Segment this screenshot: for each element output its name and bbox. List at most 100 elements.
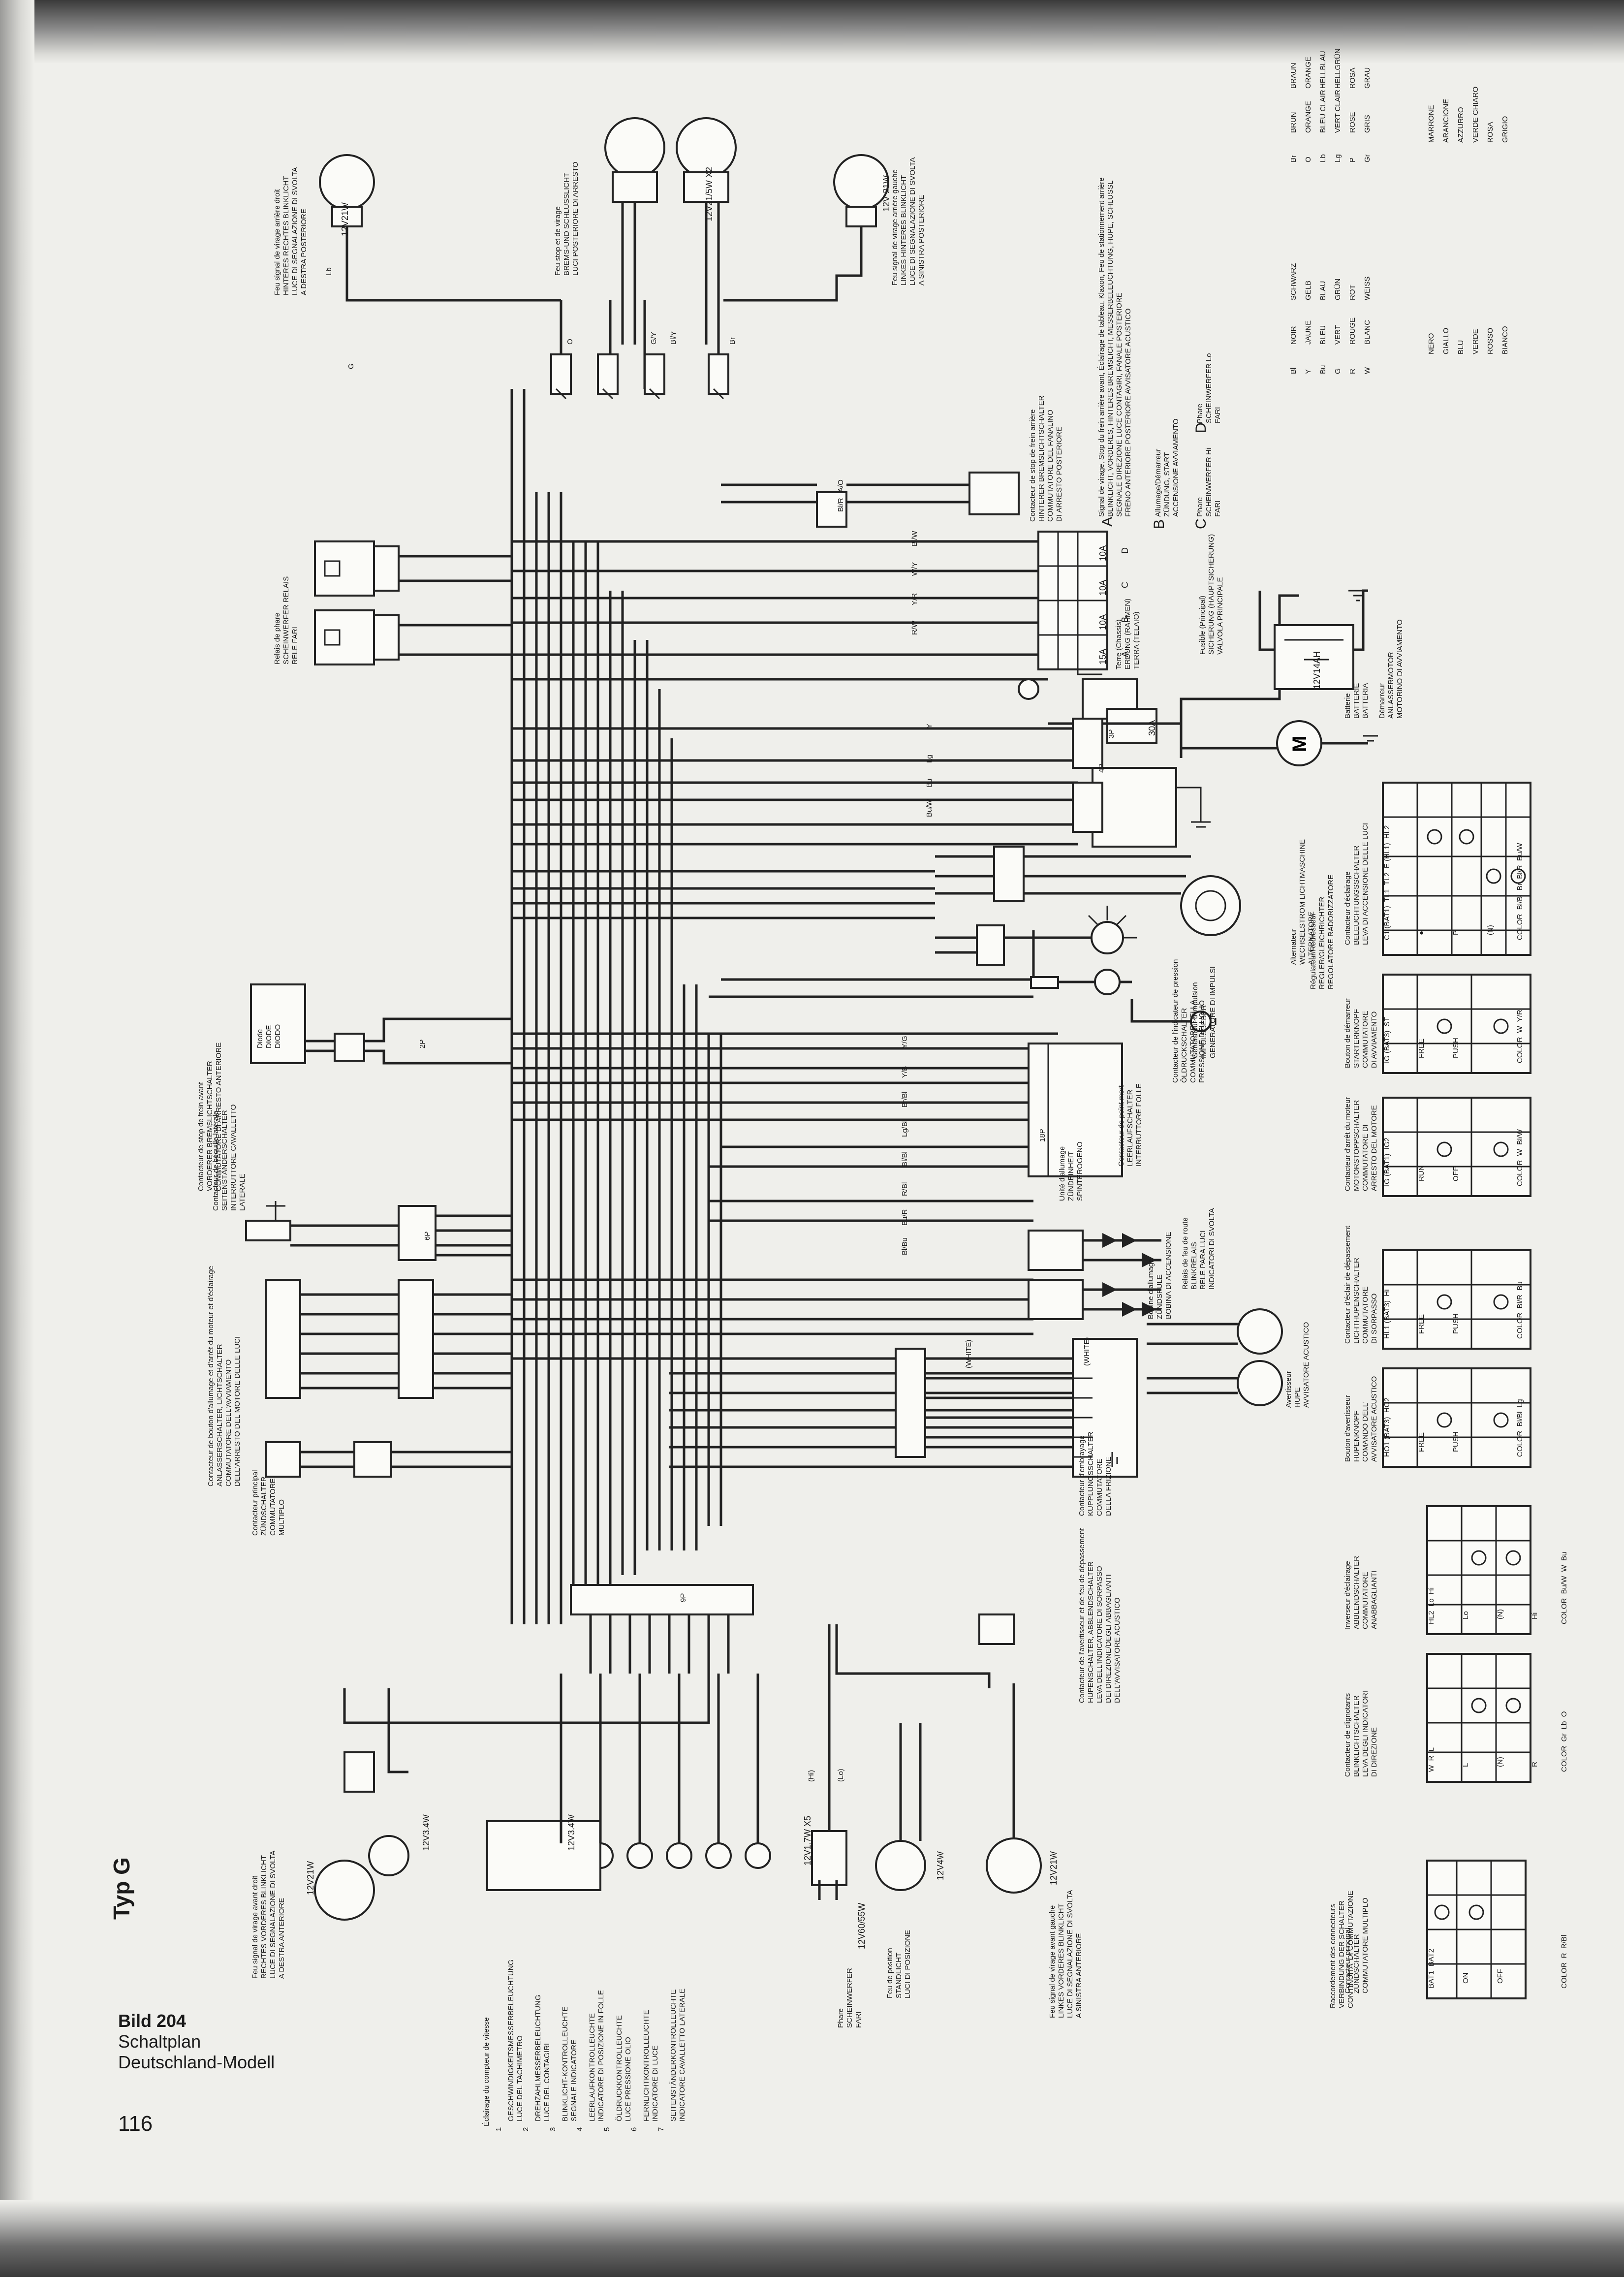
- switch-table-title-2: Contacteur d'arrêt du moteur MOTORSTOPPS…: [1343, 1097, 1378, 1191]
- switch-table-row-0-2: (N): [1486, 925, 1495, 935]
- color-de-2: BLAU: [1319, 281, 1327, 300]
- front-turn-right-rating: 12V21W: [306, 1861, 315, 1895]
- rear-brake-switch: [721, 472, 1020, 528]
- figure-caption: Bild 204 Schaltplan Deutschland-Modell: [118, 2011, 275, 2073]
- fuse-d-rating: 10A: [1098, 545, 1108, 561]
- caption-line2: Deutschland-Modell: [118, 2052, 275, 2072]
- gauge-legend-title: Éclairage du compteur de vitesse: [482, 2017, 491, 2126]
- switch-table-row-2-0: RUN: [1417, 1165, 1426, 1182]
- label-clutch-switch: Contacteur d'embrayage KUPPLUNGSSCHALTER…: [1078, 1431, 1113, 1516]
- alternator: [935, 846, 1241, 936]
- label-neutral-switch: Contacteur de point mort LEERLAUFSCHALTE…: [1117, 1083, 1143, 1167]
- color-it-6: MARRONE: [1427, 105, 1436, 143]
- wire-code-label: Bl/Bl: [901, 1151, 909, 1167]
- color-fr-4: ROUGE: [1348, 317, 1357, 345]
- wire-code-label: Y/G: [901, 1036, 909, 1048]
- color-fr-8: BLEU CLAIR: [1319, 90, 1327, 133]
- color-code-6: Br: [1289, 155, 1298, 162]
- label-main-fuse: Fusible (Principal) SICHERUNG (HAUPTSICH…: [1198, 534, 1224, 655]
- switch-table-color-5: COLOR Bu/W W Bu: [1560, 1551, 1568, 1624]
- color-it-5: BIANCO: [1501, 326, 1509, 354]
- color-fr-11: GRIS: [1363, 115, 1372, 133]
- front-turn-left-rating: 12V21W: [1049, 1851, 1059, 1885]
- color-it-1: GIALLO: [1442, 327, 1450, 354]
- gauge-legend-num-6: 7: [657, 2127, 665, 2131]
- color-it-3: VERDE: [1471, 329, 1480, 354]
- fuse-b-rating: 10A: [1098, 614, 1108, 630]
- front-lamps: [314, 1613, 1042, 1921]
- color-de-1: GELB: [1304, 280, 1312, 300]
- wire-code-label: (WHITE): [965, 1339, 973, 1368]
- color-code-4: R: [1348, 369, 1357, 374]
- switch-table-title-1: Bouton de démarreur STARTERKNOPF COMMUTA…: [1343, 998, 1378, 1068]
- switch-table-color-4: COLOR Bl/Bl Lg: [1516, 1399, 1524, 1457]
- horns: [1147, 1308, 1283, 1406]
- tail-left-rating: 12V 21W: [881, 175, 891, 212]
- wire-code-label: Y/R: [910, 593, 919, 605]
- fuse-c-rating: 10A: [1098, 579, 1108, 596]
- switch-table-cols-7: BAT1 BAT2: [1427, 1948, 1436, 1989]
- color-code-8: Lb: [1319, 154, 1327, 162]
- wire-code-label: 18P: [1038, 1129, 1047, 1142]
- regulator-rectifier: [1072, 718, 1211, 848]
- motor-symbol: M: [1289, 736, 1311, 752]
- gauge-legend-num-2: 3: [549, 2127, 557, 2131]
- fuse-legend-letter-d: D: [1193, 422, 1209, 433]
- spark-unit: [1028, 1043, 1123, 1177]
- color-it-10: ROSA: [1486, 122, 1495, 143]
- wire-code-label: Bl/Bu: [901, 1237, 909, 1255]
- wire-code-label: Bl/Y: [669, 331, 678, 345]
- wire-code-label: Y/B: [901, 1066, 909, 1078]
- fuse-legend-d: Phare SCHEINWERFER Lo FARI: [1196, 353, 1222, 423]
- color-it-0: NERO: [1427, 333, 1436, 354]
- wire-code-label: Bl/R: [837, 498, 845, 512]
- gauge-legend-num-1: 2: [522, 2127, 530, 2131]
- switch-table-color-2: COLOR W Bl/W: [1516, 1129, 1524, 1186]
- switch-table-title-4: Bouton d'avertisseur HUPENKNOPF COMANDO …: [1343, 1376, 1378, 1462]
- switch-table-color-7: COLOR R R/Bl: [1560, 1934, 1568, 1989]
- color-fr-7: ORANGE: [1304, 100, 1312, 133]
- switch-table-row-1-0: FREE: [1417, 1038, 1426, 1058]
- pulse-generator: [935, 906, 1137, 966]
- color-fr-3: VERT: [1334, 325, 1342, 345]
- fuse-legend-c: Phare SCHEINWERFER Hi FARI: [1196, 447, 1222, 517]
- fuse-a-rating: 15A: [1098, 648, 1108, 664]
- label-passing-relay: Relais de feu de route BLINKRELAIS RELE …: [1181, 1208, 1216, 1290]
- switch-table-cols-1: IG (BAT3) ST: [1383, 1017, 1391, 1063]
- color-code-9: Lg: [1334, 154, 1342, 162]
- switch-table-title-5: Inverseur d'éclairage ABBLENDSCHALTER CO…: [1343, 1556, 1378, 1629]
- color-de-9: HELLGRÜN: [1334, 48, 1342, 89]
- gauge-legend-text-0: GESCHWINDIGKEITSMESSERBELEUCHTUNG LUCE D…: [507, 1959, 524, 2121]
- switch-table-row-6-0: L: [1462, 1763, 1470, 1767]
- connector-9p: [570, 1584, 754, 1674]
- color-fr-2: BLEU: [1319, 325, 1327, 345]
- scan-shadow-top: [0, 0, 1624, 64]
- color-it-8: AZZURRO: [1457, 107, 1465, 143]
- switch-table-cols-2: IG (BAT1) IG2: [1383, 1138, 1391, 1186]
- color-code-1: Y: [1304, 369, 1312, 374]
- color-fr-10: ROSE: [1348, 112, 1357, 133]
- rear-lamps: [319, 117, 889, 400]
- switch-table-row-5-0: Lo: [1462, 1611, 1470, 1619]
- switch-table-cols-5: HL2 Lo Hi: [1427, 1587, 1436, 1624]
- stop-lamp-rating: 12V21/5W X2: [704, 166, 714, 221]
- gauge-legend-text-3: LEERLAUFKONTROLLEUCHTE INDICATORE DI POS…: [588, 1990, 605, 2121]
- gauge-legend-num-4: 5: [603, 2127, 611, 2131]
- switch-table-row-3-0: FREE: [1417, 1314, 1426, 1334]
- color-fr-1: JAUNE: [1304, 320, 1312, 345]
- front-brake-sidestand: [245, 1201, 512, 1261]
- switch-table-row-6-2: R: [1530, 1762, 1539, 1767]
- color-de-0: SCHWARZ: [1289, 263, 1298, 300]
- label-ignition-coil: Bobine d'allumage ZÜNDSPULE BOBINA DI AC…: [1147, 1232, 1173, 1319]
- label-spark-unit: Unité d'allumage ZÜNDEINHEIT SPINTEROGEN…: [1058, 1141, 1084, 1201]
- indicator-2-rating: 12V3.4W: [566, 1814, 576, 1851]
- scan-shadow-bottom: [0, 2200, 1624, 2277]
- wire-code-label: Lb: [325, 267, 333, 276]
- switch-table-row-2-1: OFF: [1452, 1167, 1460, 1181]
- fuse-legend-letter-b: B: [1151, 519, 1167, 529]
- fuse-legend-b: Allumage/Démarreur ZÜNDUNG, START ACCENS…: [1154, 418, 1180, 517]
- gauge-legend-num-5: 6: [630, 2127, 638, 2131]
- ignition-coils: [1028, 1230, 1161, 1320]
- switch-table-row-6-1: (N): [1496, 1757, 1504, 1767]
- label-engine-stop-switch: Contacteur de bouton d'allumage et d'arr…: [207, 1265, 242, 1486]
